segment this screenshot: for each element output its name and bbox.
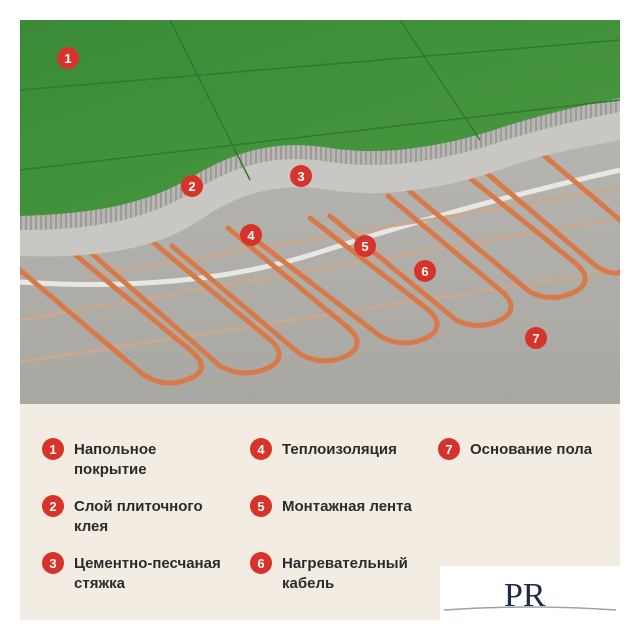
- svg-text:PR: PR: [504, 577, 546, 614]
- callout-1: 1: [57, 47, 79, 69]
- legend-label: Напольное покрытие: [74, 441, 157, 478]
- legend-label: Цементно-песчаная стяжка: [74, 555, 221, 592]
- pr-logo-icon: PR: [443, 577, 617, 614]
- callout-7: 7: [525, 327, 547, 349]
- svg-text:7: 7: [532, 331, 539, 346]
- legend-label: Слой плиточного клея: [74, 498, 203, 535]
- legend-number: 5: [250, 495, 272, 517]
- legend-number: 6: [250, 552, 272, 574]
- callout-3: 3: [290, 165, 312, 187]
- legend-item-4: 4 Теплоизоляция: [250, 438, 397, 460]
- tile-joints: [20, 20, 620, 181]
- legend-item-7: 7 Основание пола: [438, 438, 593, 460]
- svg-text:3: 3: [297, 169, 304, 184]
- legend-item-5: 5 Монтажная лента: [250, 495, 412, 517]
- tile-adhesive: [20, 98, 620, 230]
- callout-6: 6: [414, 260, 436, 282]
- heated-floor-diagram: 1 2 3 4 5 6 7: [20, 20, 620, 404]
- svg-text:4: 4: [247, 228, 255, 243]
- callout-5: 5: [354, 235, 376, 257]
- legend-label: Нагревательный кабель: [282, 555, 408, 592]
- floor-covering: [20, 20, 620, 216]
- legend-number: 2: [42, 495, 64, 517]
- cement-sand-screed: [20, 110, 620, 257]
- svg-text:6: 6: [421, 264, 428, 279]
- legend-number: 4: [250, 438, 272, 460]
- legend-label: Теплоизоляция: [282, 441, 397, 458]
- legend-item-2: 2 Слой плиточного клея: [42, 495, 203, 537]
- heating-cable: [20, 149, 620, 386]
- svg-text:2: 2: [188, 179, 195, 194]
- svg-text:5: 5: [361, 239, 368, 254]
- legend-number: 1: [42, 438, 64, 460]
- legend-label: Монтажная лента: [282, 498, 412, 515]
- legend-item-6: 6 Нагревательный кабель: [250, 552, 408, 594]
- legend-number: 7: [438, 438, 460, 460]
- legend-label: Основание пола: [470, 441, 593, 458]
- callout-4: 4: [240, 224, 262, 246]
- callout-2: 2: [181, 175, 203, 197]
- legend-number: 3: [42, 552, 64, 574]
- legend-item-3: 3 Цементно-песчаная стяжка: [42, 552, 221, 594]
- brand-logo: PR: [440, 566, 620, 620]
- svg-text:1: 1: [64, 51, 71, 66]
- legend-item-1: 1 Напольное покрытие: [42, 438, 157, 480]
